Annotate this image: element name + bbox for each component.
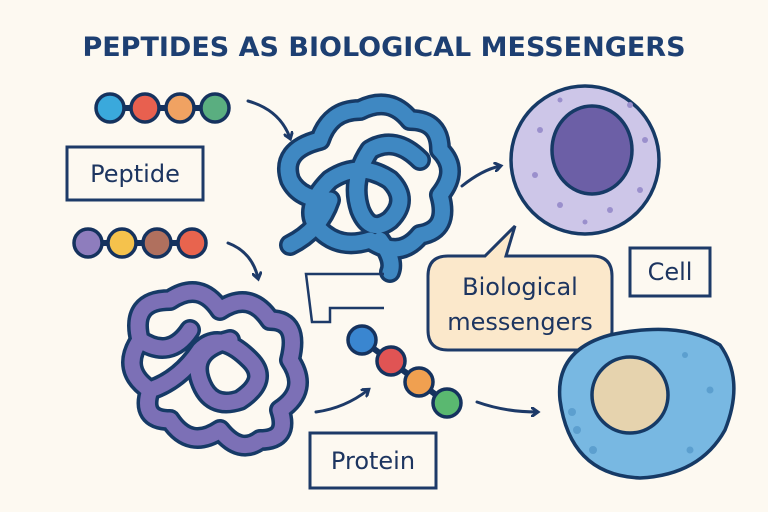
arrow-icon: [314, 390, 368, 414]
amino-acid-bead: [346, 324, 378, 356]
peptide-chain-3: [346, 324, 463, 419]
amino-acid-bead: [403, 366, 435, 398]
connector-bracket: [304, 272, 384, 324]
peptide-chain-1: [94, 92, 231, 124]
amino-acid-bead: [164, 92, 196, 124]
amino-acid-bead: [176, 227, 208, 259]
protein-label-text: Protein: [331, 447, 415, 475]
amino-acid-bead: [106, 227, 138, 259]
peptide-chain-2: [72, 227, 208, 259]
bubble-text-line2: messengers: [447, 308, 593, 336]
arrow-icon: [475, 400, 537, 412]
amino-acid-bead: [72, 227, 104, 259]
bubble-text-line1: Biological: [462, 273, 578, 301]
folded-peptide-blue: [277, 93, 461, 283]
amino-acid-bead: [129, 92, 161, 124]
cell-label-text: Cell: [648, 258, 693, 286]
amino-acid-bead: [431, 387, 463, 419]
cell-bottom: [557, 327, 736, 480]
amino-acid-bead: [94, 92, 126, 124]
arrow-icon: [246, 99, 290, 138]
speech-bubble: Biological messengers: [426, 224, 614, 352]
arrow-icon: [460, 166, 500, 188]
cell-top: [509, 84, 661, 236]
peptide-label: Peptide: [65, 145, 205, 202]
amino-acid-bead: [375, 345, 407, 377]
protein-label: Protein: [308, 431, 438, 490]
amino-acid-bead: [141, 227, 173, 259]
amino-acid-bead: [199, 92, 231, 124]
cell-label: Cell: [628, 246, 712, 298]
page-title: PEPTIDES AS BIOLOGICAL MESSENGERS: [82, 32, 685, 63]
arrow-icon: [226, 241, 258, 278]
folded-protein-purple: [121, 281, 309, 457]
peptide-label-text: Peptide: [90, 160, 180, 188]
